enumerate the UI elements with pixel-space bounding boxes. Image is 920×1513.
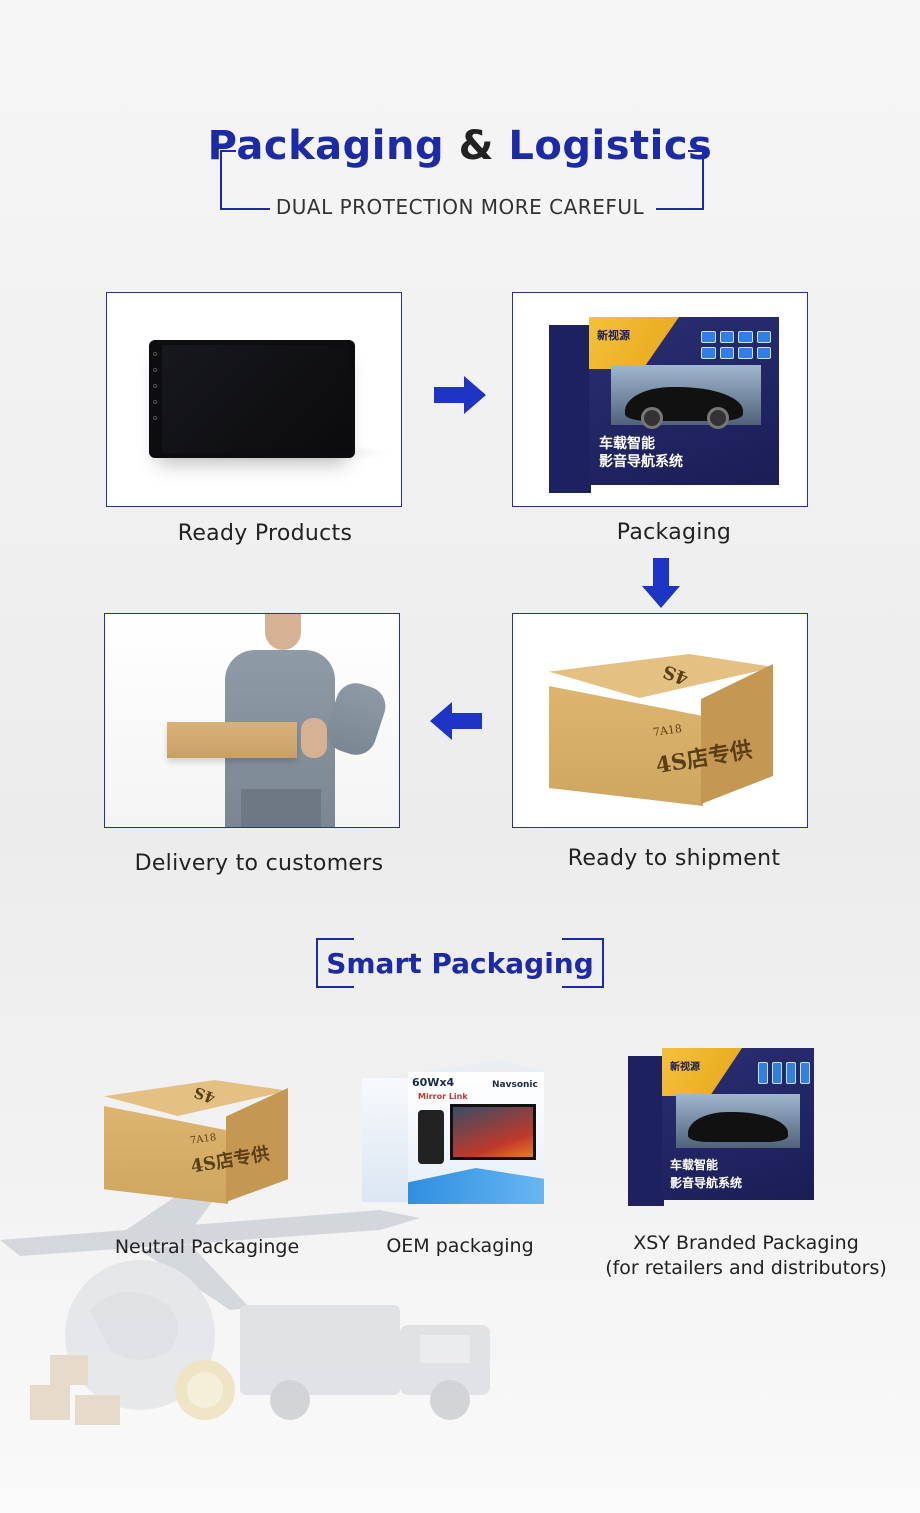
arrow-right-icon [434,376,486,414]
xsy-box-feature-icons [758,1062,810,1084]
title-packaging: Packaging [207,123,445,169]
xsy-packaging-label: XSY Branded Packaging [633,1232,859,1254]
oem-box-feature: Mirror Link [418,1092,468,1101]
xsy-car-illustration [688,1112,788,1142]
xsy-branded-box: 新视源 车载智能 影音导航系统 [628,1048,814,1206]
xsy-feature-icon-1 [758,1062,768,1084]
title-ampersand: & [458,123,494,169]
tablet-volume-down-button [153,416,157,420]
smart-packaging-title: Smart Packaging [326,947,594,980]
step-packaging-label: Packaging [616,520,732,545]
xsy-packaging-sublabel: (for retailers and distributors) [605,1257,887,1279]
box-gold-banner [589,317,679,369]
xsy-box-title-line2: 影音导航系统 [670,1176,743,1190]
xsy-feature-icon-3 [786,1062,796,1084]
page-title: Packaging & Logistics [0,120,920,172]
courier-trousers [241,789,321,827]
box-brand-logo: 新视源 [597,329,630,342]
oem-box-blue-wave [408,1168,544,1204]
step-packaging-image: 新视源 车载智能 影音导航系统 [512,292,808,507]
oem-box-side [362,1078,410,1202]
step-ready-products-image [106,292,402,507]
smart-bracket-right-vertical [602,938,604,988]
page-subtitle: DUAL PROTECTION MORE CAREFUL [275,195,645,219]
smart-bracket-left-bottom [316,986,354,988]
car-rear-wheel [707,407,729,429]
feature-icon-2 [719,331,734,343]
step-ready-to-shipment-image: 4S 7A18 4S店专供 [512,613,808,828]
branded-product-box: 新视源 车载智能 影音导航系统 [549,317,779,493]
truck-icon [240,1305,490,1420]
courier-right-hand [301,718,327,758]
clock-icon [175,1360,235,1420]
step-ready-products-label: Ready Products [177,521,353,546]
oem-box-front: 60Wx4 Mirror Link Navsonic [408,1072,544,1204]
title-bracket-left-bottom [220,208,270,210]
box-feature-icons [701,331,771,359]
feature-icon-6 [719,347,734,359]
step-ready-to-shipment-label: Ready to shipment [567,846,781,871]
feature-icon-7 [738,347,753,359]
car-stereo-tablet [149,340,355,458]
tablet-back-button [153,384,157,388]
boxes-pile-icon [30,1355,120,1425]
remote-control-icon [418,1110,444,1164]
box-side-panel [549,325,591,493]
car-front-wheel [641,407,663,429]
feature-icon-8 [756,347,771,359]
step-delivery-image [104,613,400,828]
oem-packaging-label: OEM packaging [386,1235,534,1257]
tablet-volume-up-button [153,400,157,404]
xsy-feature-icon-2 [772,1062,782,1084]
oem-box-brand: Navsonic [492,1080,538,1090]
feature-icon-4 [756,331,771,343]
cardboard-shipping-box: 4S 7A18 4S店专供 [545,654,779,810]
title-bracket-right-bottom [656,208,704,210]
parcel-box [167,722,297,758]
xsy-feature-icon-4 [800,1062,810,1084]
box-title-line2: 影音导航系统 [599,454,683,470]
arrow-left-icon [430,702,482,740]
neutral-packaging-label: Neutral Packaginge [114,1236,300,1258]
oem-box-screen [450,1104,536,1160]
title-bracket-right-vertical [702,150,704,210]
title-bracket-right-top [688,150,704,152]
title-logistics: Logistics [508,123,713,169]
oem-packaging-box: 60Wx4 Mirror Link Navsonic [362,1060,546,1208]
smart-bracket-left-vertical [316,938,318,988]
smart-bracket-left-top [316,938,354,940]
box-title-line1: 车载智能 [599,436,655,452]
neutral-packaging-box: 4S 7A18 4S店专供 [102,1080,290,1208]
tablet-power-button [153,352,157,356]
tablet-screen [162,345,350,453]
globe-icon [65,1260,215,1410]
smart-bracket-right-bottom [562,986,604,988]
feature-icon-3 [738,331,753,343]
logistics-background-illustration [0,1180,490,1425]
oem-box-spec: 60Wx4 [412,1076,455,1089]
step-delivery-label: Delivery to customers [134,851,384,876]
xsy-box-front: 新视源 车载智能 影音导航系统 [662,1048,814,1200]
xsy-box-brand-logo: 新视源 [670,1062,700,1073]
courier-head [265,614,301,650]
xsy-box-title-line1: 车载智能 [670,1158,719,1172]
xsy-box-side [628,1056,664,1206]
feature-icon-5 [701,347,716,359]
tablet-home-button [153,368,157,372]
arrow-down-icon [642,558,680,608]
title-bracket-left-top [220,150,236,152]
title-bracket-left-vertical [220,150,222,210]
box-front-panel: 新视源 车载智能 影音导航系统 [589,317,779,485]
feature-icon-1 [701,331,716,343]
smart-bracket-right-top [562,938,604,940]
